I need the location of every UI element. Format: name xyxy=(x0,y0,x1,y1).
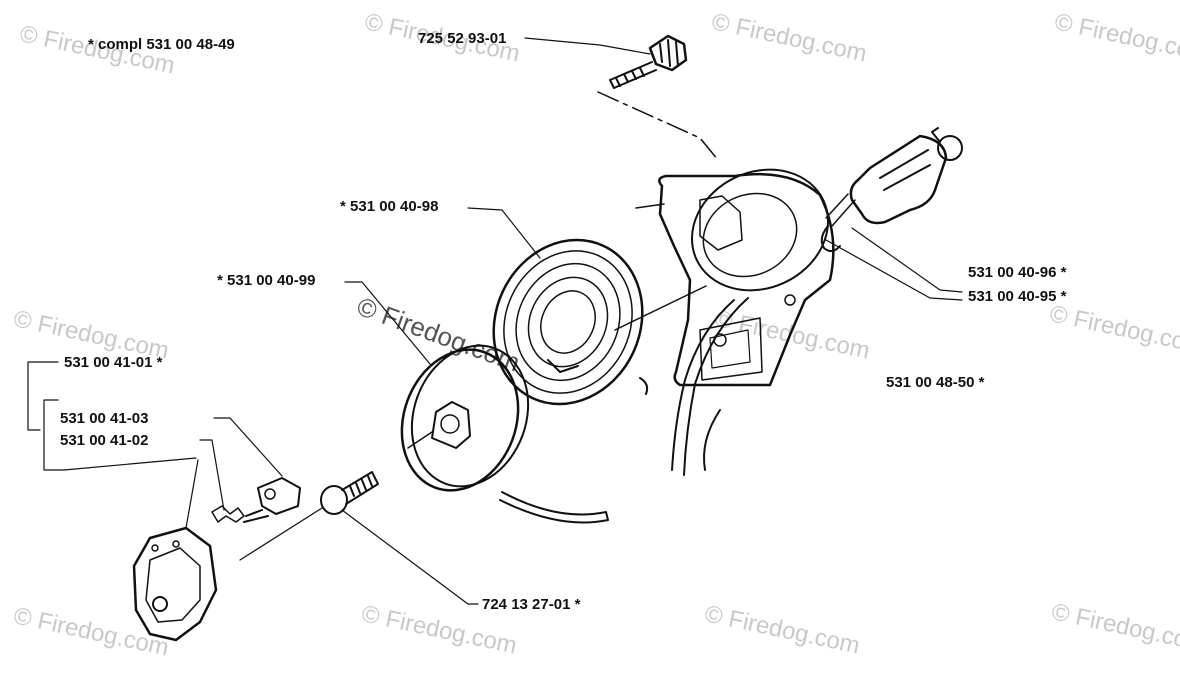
label-rope-pulley: * 531 00 40-99 xyxy=(217,272,316,289)
leader-screw xyxy=(341,509,479,605)
leader-pulley xyxy=(344,281,431,365)
label-starter-housing: 531 00 48-50 * xyxy=(886,374,985,391)
starter-handle xyxy=(820,127,963,252)
label-starter-handle: 531 00 40-96 * xyxy=(968,264,1067,281)
center-screw xyxy=(239,471,379,561)
rope-pulley xyxy=(400,344,609,524)
label-recoil-spring: * 531 00 40-98 xyxy=(340,198,439,215)
leader-handle-cord xyxy=(825,239,963,301)
label-pawl-group: 531 00 41-01 * xyxy=(64,354,163,371)
flywheel-cam xyxy=(132,459,218,642)
leader-pawl-spring xyxy=(199,439,225,511)
pawl-and-spring xyxy=(211,477,301,523)
recoil-spring xyxy=(492,238,649,406)
starter-housing xyxy=(658,168,835,476)
axis-line-bolt xyxy=(597,91,719,161)
label-pawl-spring: 531 00 41-02 xyxy=(60,432,149,449)
leader-bolt xyxy=(524,37,651,55)
label-pawl: 531 00 41-03 xyxy=(60,410,149,427)
label-center-screw: 724 13 27-01 * xyxy=(482,596,581,613)
leader-handle xyxy=(851,227,963,293)
group-bracket xyxy=(27,361,197,471)
label-bolt: 725 52 93-01 xyxy=(418,30,507,47)
assembly-note: * compl 531 00 48-49 xyxy=(88,36,235,53)
bolt-part xyxy=(609,34,688,89)
leader-spring xyxy=(467,207,541,259)
leader-pawl xyxy=(213,417,283,477)
axis-line-spring xyxy=(614,285,707,331)
label-handle-cord: 531 00 40-95 * xyxy=(968,288,1067,305)
